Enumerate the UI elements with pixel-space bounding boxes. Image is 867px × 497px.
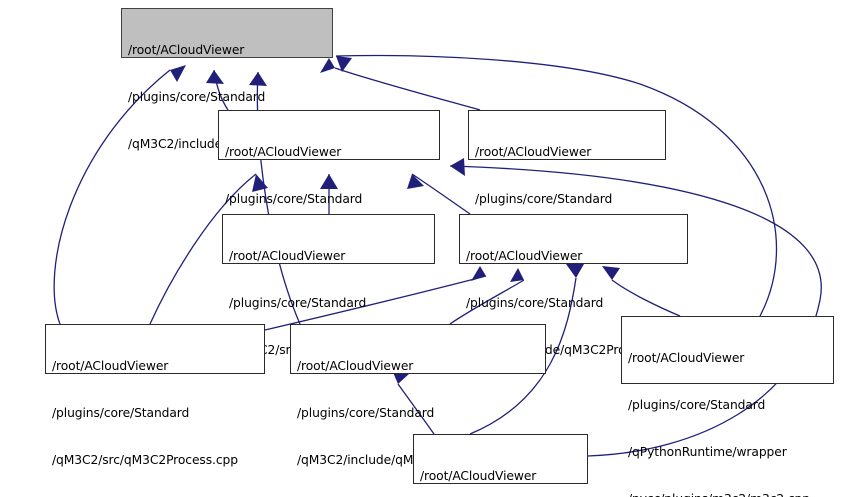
node-line: /plugins/core/Standard (628, 397, 766, 412)
node-qm3c2process-h[interactable]: /root/ACloudViewer /plugins/core/Standar… (459, 214, 688, 357)
node-qm3c2dialog-cpp[interactable]: /root/ACloudViewer /plugins/core/Standar… (222, 214, 435, 357)
node-line: /root/ACloudViewer (225, 145, 342, 160)
node-line: /root/ACloudViewer (420, 469, 537, 484)
node-line: /plugins/core/Standard (297, 405, 435, 420)
arrowhead-dialog-cpp-to-dialog-h (320, 174, 338, 189)
edge-m3c2cpp-file-to-dialog-h (449, 165, 822, 457)
edge-m3c2cpp-file-to-process-h (469, 277, 577, 435)
arrowhead-process-cpp-to-tools-h (170, 65, 186, 82)
arrowhead-m3c2-cpp-to-tools-h (336, 56, 352, 72)
node-line: /root/ACloudViewer (466, 249, 583, 264)
node-line: /root/ACloudViewer (229, 249, 346, 264)
arrowhead-tools-cpp-to-tools-h (320, 58, 335, 73)
node-line: /plugins/core/Standard (128, 89, 266, 104)
arrowhead-process-h-to-dialog-h (407, 174, 424, 189)
node-line: /root/ACloudViewer (475, 145, 592, 160)
node-line: /root/ACloudViewer (128, 43, 245, 58)
arrowhead-process-cpp-to-process-h (471, 266, 486, 281)
edge-process-h-to-dialog-h (411, 173, 471, 215)
node-line: /plugins/core/Standard (229, 295, 367, 310)
edge-m3c2-cpp-to-tools-h (335, 54, 778, 317)
edge-commands-h-to-process-h (449, 279, 525, 325)
node-qm3c2process-cpp[interactable]: /root/ACloudViewer /plugins/core/Standar… (45, 324, 265, 467)
node-m3c2-cpp[interactable]: /root/ACloudViewer /plugins/core/Standar… (621, 316, 834, 497)
edge-m3c2cpp-file-to-commands-h (397, 383, 435, 435)
node-line: /plugins/core/Standard (466, 295, 604, 310)
arrowhead-commands-h-to-process-h (510, 268, 524, 282)
node-line: /root/ACloudViewer (297, 359, 414, 374)
node-line: /root/ACloudViewer (52, 359, 169, 374)
arrowhead-m3c2cpp-file-to-process-h (566, 264, 584, 278)
arrowhead-m3c2-cpp-to-process-h (602, 266, 620, 280)
edge-tools-cpp-to-tools-h (334, 67, 481, 111)
node-qm3c2tools-h[interactable]: /root/ACloudViewer /plugins/core/Standar… (121, 8, 333, 151)
edge-m3c2-cpp-to-process-h (611, 279, 681, 317)
edge-process-cpp-to-dialog-h (149, 173, 257, 325)
node-qm3c2dialog-h[interactable]: /root/ACloudViewer /plugins/core/Standar… (218, 110, 440, 253)
arrowhead-process-cpp-to-dialog-h (252, 174, 268, 192)
edge-process-cpp-to-tools-h (53, 69, 171, 325)
node-line: /pycc/plugins/m3c2/m3c2.cpp (628, 492, 828, 497)
node-qm3c2-cpp[interactable]: /root/ACloudViewer /plugins/core/Standar… (413, 434, 588, 484)
node-line: /qPythonRuntime/wrapper (628, 444, 787, 459)
node-line: /plugins/core/Standard (52, 405, 190, 420)
node-qm3c2commands-h[interactable]: /root/ACloudViewer /plugins/core/Standar… (290, 324, 546, 467)
node-line: /qM3C2/src/qM3C2Process.cpp (52, 452, 238, 467)
arrowhead-m3c2cpp-file-to-dialog-h (450, 158, 465, 176)
node-qm3c2tools-cpp[interactable]: /root/ACloudViewer /plugins/core/Standar… (468, 110, 666, 253)
edge-commands-h-to-tools-h (256, 71, 301, 325)
node-line: /root/ACloudViewer (628, 351, 745, 366)
node-line: /plugins/core/Standard (225, 191, 363, 206)
arrowhead-dialog-h-to-tools-h (206, 70, 224, 84)
arrowhead-commands-h-to-tools-h (249, 72, 267, 86)
node-line: /plugins/core/Standard (475, 191, 613, 206)
edge-process-cpp-to-process-h (264, 275, 487, 331)
